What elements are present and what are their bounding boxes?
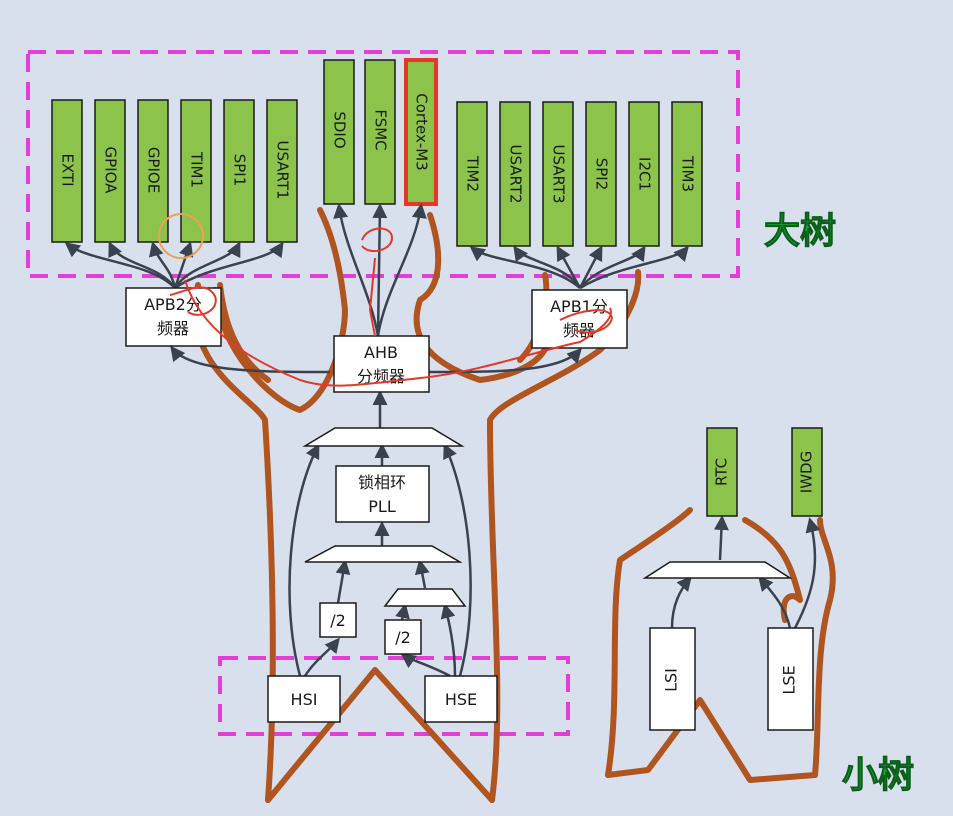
peripheral-label: EXTI	[59, 153, 77, 186]
peripheral-tim3	[671, 101, 703, 247]
clock-arrows	[64, 203, 821, 678]
sysclk-mux	[302, 427, 465, 447]
ahb-prescaler: AHB 分频器	[333, 335, 430, 393]
oscillator-dashed-outline	[218, 656, 570, 736]
lse-label: LSE	[780, 665, 799, 694]
peripheral-label: USART3	[550, 144, 568, 203]
small-tree-sources: LSI LSE	[649, 627, 814, 731]
peripheral-label: RTC	[713, 458, 731, 486]
div-left-label: /2	[330, 611, 346, 630]
peripheral-label: FSMC	[372, 109, 390, 150]
peripheral-rtc	[706, 427, 738, 517]
peripheral-label: USART1	[274, 140, 292, 199]
peripheral-tim1	[180, 99, 212, 243]
hsi-oscillator: HSI	[267, 675, 341, 723]
peripheral-spi1	[223, 99, 255, 243]
apb2-label-line1: APB2分	[144, 295, 202, 314]
apb1-peripheral-group: TIM2 USART2 USART3 SPI2 I2C1 TIM3	[456, 101, 703, 247]
small-tree-peripherals: RTC IWDG	[706, 427, 823, 517]
peripheral-label: USART2	[507, 144, 525, 203]
peripheral-label: IWDG	[798, 451, 816, 493]
small-tree-trunk	[605, 507, 836, 783]
apb2-prescaler: APB2分 频器	[125, 287, 222, 347]
peripheral-usart2	[499, 101, 531, 247]
rtc-source-mux	[642, 561, 793, 579]
peripheral-label: GPIOA	[102, 147, 120, 195]
pll-source-mux	[304, 545, 463, 563]
peripheral-tim2	[456, 101, 488, 247]
lse-oscillator	[767, 627, 814, 731]
hse-div2-block: /2	[384, 619, 422, 655]
pll-label-line2: PLL	[368, 497, 396, 516]
small-tree-label: 小树	[842, 755, 914, 796]
peripheral-label: I2C1	[636, 157, 654, 191]
peripheral-i2c1	[628, 101, 660, 247]
lsi-label: LSI	[662, 668, 681, 692]
peripheral-label: TIM3	[679, 155, 697, 192]
lsi-oscillator	[649, 627, 696, 731]
big-tree-label: 大树	[764, 211, 836, 252]
peripheral-exti	[51, 99, 83, 243]
pll-label-line1: 锁相环	[358, 473, 406, 492]
big-tree-dashed-outline	[26, 50, 740, 278]
div-right-label: /2	[395, 628, 411, 647]
peripheral-label: TIM1	[188, 151, 206, 188]
red-annotations	[169, 227, 614, 387]
hse-oscillator: HSE	[424, 675, 498, 723]
pll-block: 锁相环 PLL	[335, 465, 430, 523]
peripheral-label: GPIOE	[145, 147, 163, 193]
hsi-label: HSI	[291, 690, 318, 709]
hse-prediv-mux	[383, 588, 467, 607]
apb2-peripheral-group: EXTI GPIOA GPIOE TIM1 SPI1 USART1	[51, 99, 298, 243]
peripheral-label: SPI1	[231, 154, 249, 187]
highlight-circle	[158, 213, 204, 259]
peripheral-label: TIM2	[464, 155, 482, 192]
apb2-label-line2: 频器	[157, 319, 189, 338]
ahb-peripheral-group: SDIO FSMC Cortex-M3	[323, 58, 438, 206]
hse-label: HSE	[445, 690, 477, 709]
peripheral-iwdg	[791, 427, 823, 517]
peripheral-label: SDIO	[331, 111, 349, 148]
peripheral-sdio	[323, 59, 355, 205]
peripheral-usart1	[266, 99, 298, 243]
peripheral-cortex-m3	[404, 58, 438, 206]
peripheral-label: SPI2	[593, 158, 611, 191]
peripheral-gpioa	[94, 99, 126, 243]
hsi-div2-block: /2	[319, 602, 357, 638]
peripheral-label: Cortex-M3	[413, 93, 431, 170]
peripheral-spi2	[585, 101, 617, 247]
ahb-label-line1: AHB	[364, 343, 398, 362]
